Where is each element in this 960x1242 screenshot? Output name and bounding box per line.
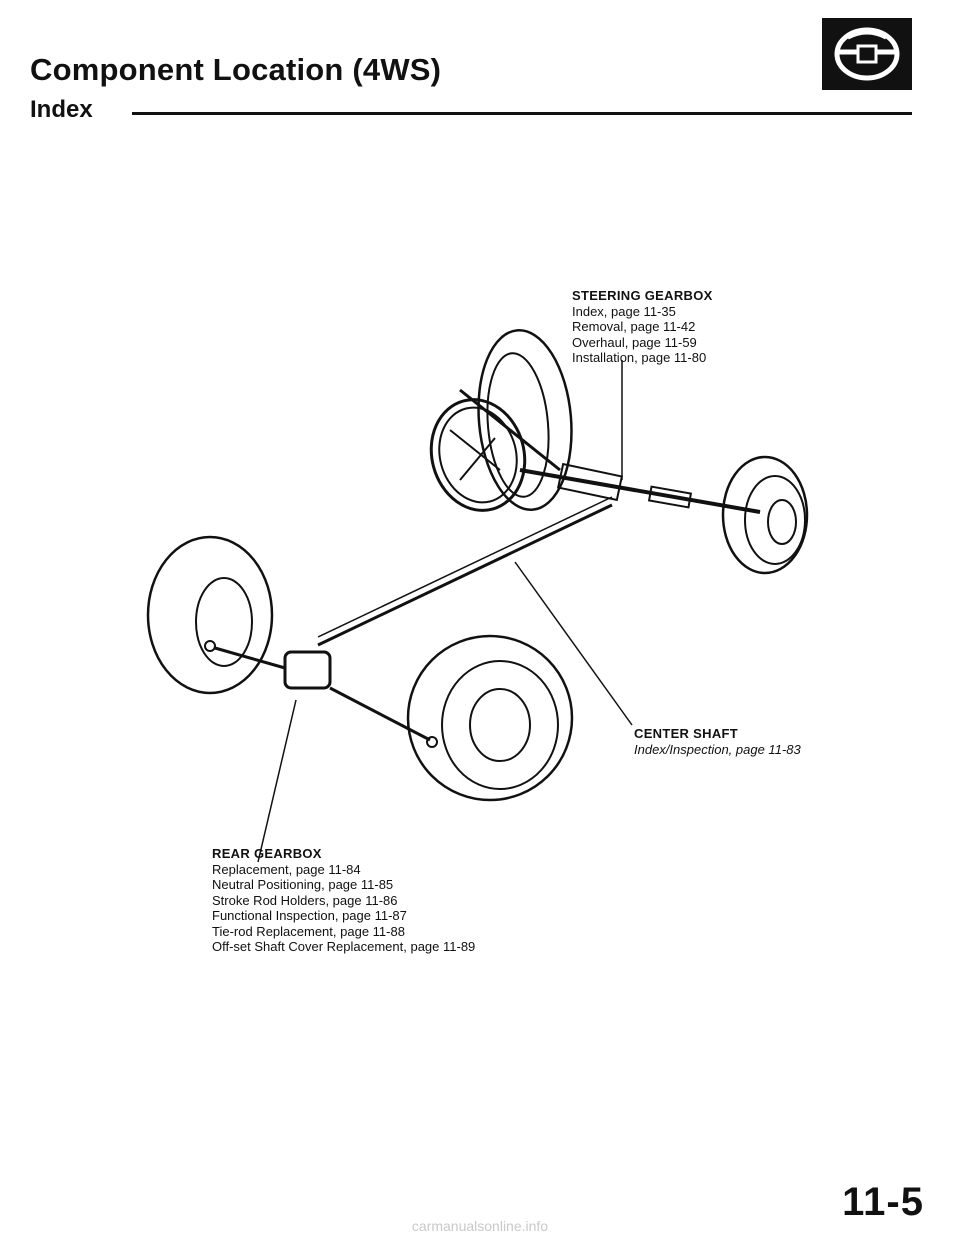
rear-gearbox	[283, 650, 332, 690]
page-number: 11-5	[842, 1180, 924, 1224]
rear-right-tire	[406, 634, 574, 802]
callout-steering-gearbox: STEERING GEARBOX Index, page 11-35 Remov…	[572, 288, 713, 366]
callout-line: Index/Inspection, page 11-83	[634, 741, 801, 757]
callout-line: Neutral Positioning, page 11-85	[212, 877, 394, 892]
rear-left-tire	[146, 535, 274, 695]
callout-line: Off-set Shaft Cover Replacement, page 11…	[212, 939, 476, 954]
callout-line: Overhaul, page 11-59	[572, 334, 697, 350]
callout-line: Functional Inspection, page 11-87	[212, 908, 407, 923]
center-shaft	[317, 503, 613, 647]
callout-line: Installation, page 11-80	[572, 350, 707, 365]
callout-line: Removal, page 11-42	[572, 319, 696, 334]
footer-url: carmanualsonline.info	[411, 1218, 549, 1234]
callout-line: Index, page 11-35	[572, 303, 676, 319]
steering-column	[459, 388, 561, 472]
callout-line: Stroke Rod Holders, page 11-86	[212, 892, 398, 908]
callout-title: STEERING GEARBOX	[572, 288, 713, 303]
callout-line: Tie-rod Replacement, page 11-88	[212, 923, 405, 939]
callout-line: Replacement, page 11-84	[212, 861, 361, 877]
callout-title: REAR GEARBOX	[212, 846, 322, 861]
section-title: Index	[30, 96, 93, 123]
front-right-tire	[721, 455, 809, 575]
callout-rear-gearbox: REAR GEARBOX Replacement, page 11-84 Neu…	[212, 846, 475, 955]
callout-center-shaft: CENTER SHAFT Index/Inspection, page 11-8…	[634, 726, 801, 757]
callout-title: CENTER SHAFT	[634, 726, 738, 741]
steering-wheel-icon	[822, 18, 912, 90]
page-title: Component Location (4WS)	[30, 52, 442, 87]
steering-wheel	[429, 398, 527, 512]
header-rule	[132, 112, 912, 115]
front-left-tire	[477, 329, 573, 511]
